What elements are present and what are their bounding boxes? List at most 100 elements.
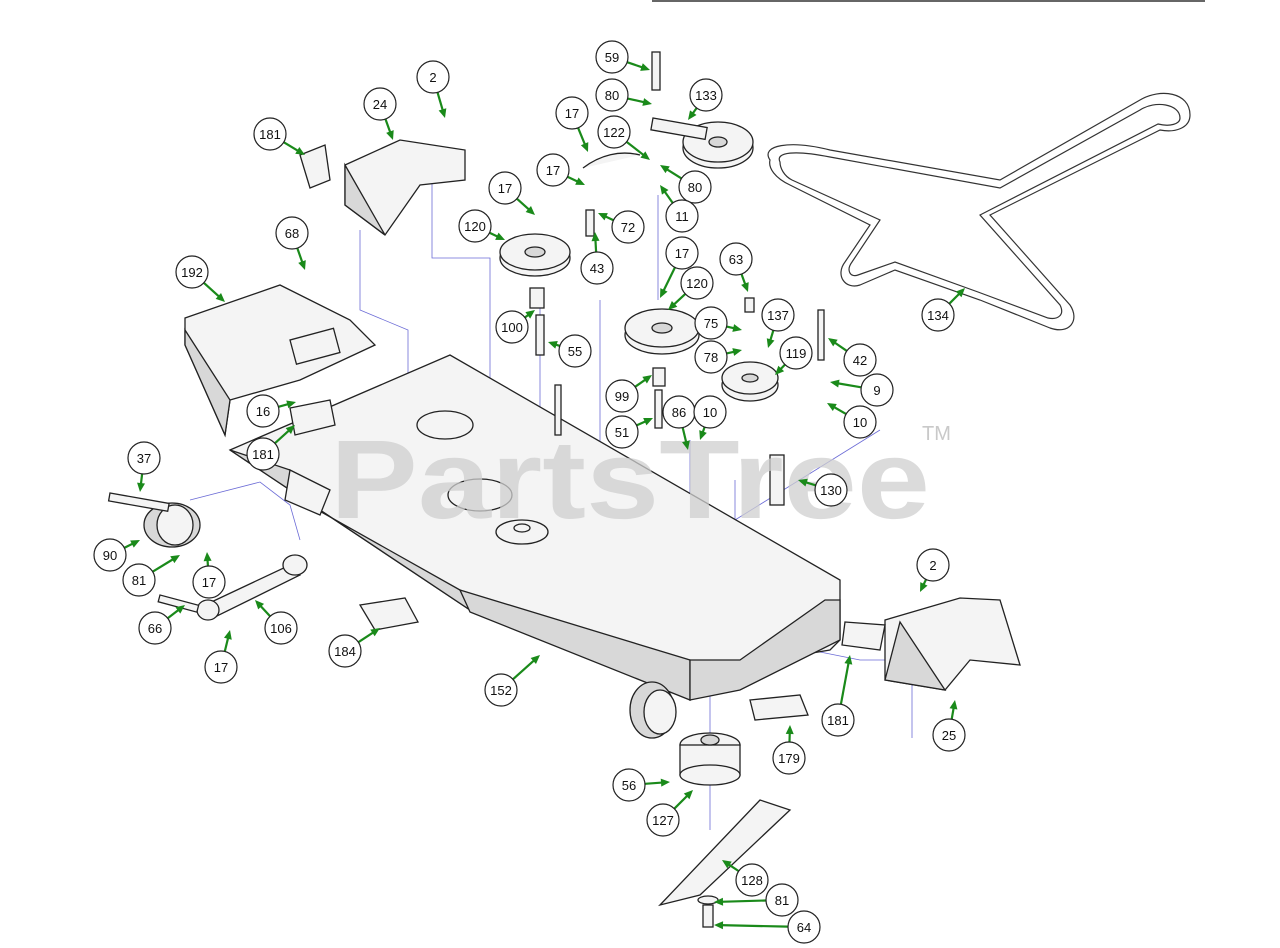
callout-number: 66 — [148, 621, 162, 636]
callout-circle — [253, 117, 287, 151]
callout-number: 184 — [334, 644, 356, 659]
callout-number: 106 — [270, 621, 292, 636]
callout-number: 133 — [695, 88, 717, 103]
arrowhead — [827, 403, 837, 411]
callout-122: 122 — [597, 115, 650, 160]
callout-120: 120 — [458, 209, 505, 243]
callout-number: 59 — [605, 50, 619, 65]
deflector-24 — [344, 139, 466, 236]
callout-circle — [932, 718, 966, 752]
callout-10: 10 — [693, 395, 727, 440]
arrowhead — [722, 860, 732, 869]
callout-circle — [693, 395, 727, 429]
callout-number: 119 — [786, 346, 807, 361]
arrowhead — [682, 440, 690, 450]
arrowhead — [525, 310, 535, 319]
callout-circle — [416, 60, 450, 94]
left-belt-cover — [184, 284, 377, 438]
callout-9: 9 — [830, 373, 894, 407]
callout-78: 78 — [694, 340, 742, 374]
arrowhead — [286, 400, 296, 409]
callout-number: 43 — [590, 261, 604, 276]
callout-number: 99 — [615, 389, 629, 404]
arrowhead — [642, 98, 652, 106]
leader-line — [664, 167, 683, 180]
callout-number: 130 — [820, 483, 842, 498]
arrowhead — [298, 260, 306, 270]
callout-137: 137 — [761, 298, 795, 348]
callout-number: 72 — [621, 220, 635, 235]
callout-circle — [536, 153, 570, 187]
callout-number: 55 — [568, 344, 582, 359]
callout-circle — [192, 565, 226, 599]
leader-line — [839, 660, 850, 705]
callout-133: 133 — [688, 78, 723, 120]
callout-number: 63 — [729, 252, 743, 267]
callout-number: 2 — [929, 558, 936, 573]
arrowhead — [598, 213, 608, 221]
callout-17: 17 — [192, 552, 226, 599]
callout-179: 179 — [772, 725, 806, 775]
arrowhead — [530, 655, 540, 664]
arrowhead — [295, 146, 305, 155]
callout-64: 64 — [714, 910, 821, 944]
callout-circle — [605, 415, 639, 449]
callout-119: 119 — [775, 336, 813, 375]
callout-circle — [689, 78, 723, 112]
leader-line — [626, 61, 645, 70]
arrowhead — [640, 63, 650, 71]
arrowhead — [130, 540, 140, 548]
callout-106: 106 — [255, 600, 298, 645]
arrowhead — [591, 232, 600, 242]
arrowhead — [215, 292, 225, 302]
callout-circle — [558, 334, 592, 368]
arrowhead — [285, 425, 295, 435]
leader-line — [625, 140, 646, 158]
callout-number: 192 — [181, 265, 203, 280]
callout-68: 68 — [275, 216, 309, 270]
leader-line — [436, 92, 445, 113]
callout-circle — [488, 171, 522, 205]
arrowhead — [660, 185, 669, 195]
callout-2: 2 — [416, 60, 450, 118]
callout-number: 37 — [137, 451, 151, 466]
leader-line — [719, 924, 789, 928]
callout-circle — [138, 611, 172, 645]
callout-number: 90 — [103, 548, 117, 563]
callout-number: 86 — [672, 405, 686, 420]
callout-127: 127 — [646, 790, 693, 837]
leader-line — [357, 630, 376, 644]
arrowhead — [732, 348, 742, 356]
callout-134: 134 — [921, 288, 965, 332]
callout-number: 16 — [256, 404, 270, 419]
callout-circle — [665, 199, 699, 233]
callout-181: 181 — [246, 425, 295, 471]
callout-number: 122 — [603, 125, 625, 140]
callout-circle — [612, 768, 646, 802]
callout-circle — [458, 209, 492, 243]
callout-17: 17 — [536, 153, 585, 187]
arrowhead — [844, 655, 853, 665]
callout-circle — [328, 634, 362, 668]
arrowhead — [643, 418, 653, 426]
callout-circle — [595, 40, 629, 74]
arrowhead — [137, 482, 146, 492]
callout-number: 128 — [741, 873, 763, 888]
callout-56: 56 — [612, 768, 670, 802]
callout-17: 17 — [488, 171, 535, 215]
callout-90: 90 — [93, 538, 140, 572]
callout-130: 130 — [798, 473, 848, 507]
anti-scalp-arm — [157, 554, 308, 621]
callout-circle — [665, 236, 699, 270]
callout-number: 181 — [259, 127, 281, 142]
callout-circle — [246, 394, 280, 428]
callout-number: 56 — [622, 778, 636, 793]
arrowhead — [714, 921, 724, 930]
arrowhead — [575, 177, 585, 185]
callout-16: 16 — [246, 394, 296, 428]
callout-circle — [735, 863, 769, 897]
callout-number: 17 — [546, 163, 560, 178]
callout-circle — [555, 96, 589, 130]
callout-circle — [175, 255, 209, 289]
